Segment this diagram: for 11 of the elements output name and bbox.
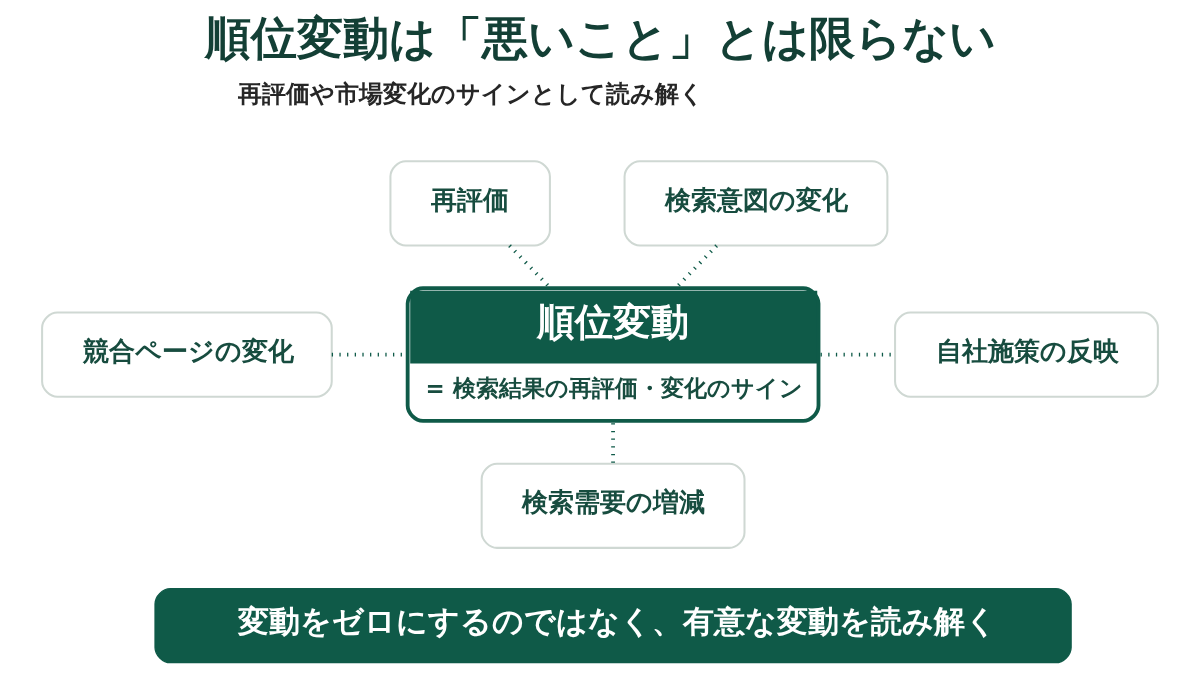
node-box: 変動をゼロにするのではなく、有意な変動を読み解く <box>154 588 1072 664</box>
node-box: 再評価 <box>389 160 551 247</box>
diagram-title: 順位変動は「悪いこと」とは限らない <box>205 10 997 65</box>
node-box: 検索意図の変化 <box>623 160 889 247</box>
node-box: 自社施策の反映 <box>894 311 1159 398</box>
node-box: 検索需要の増減 <box>480 462 746 549</box>
connector <box>676 244 718 288</box>
connector <box>508 244 550 288</box>
label: 再評価や市場変化のサインとして読み解く <box>237 79 704 109</box>
connector <box>611 423 615 464</box>
node-box: 競合ページの変化 <box>41 311 333 398</box>
